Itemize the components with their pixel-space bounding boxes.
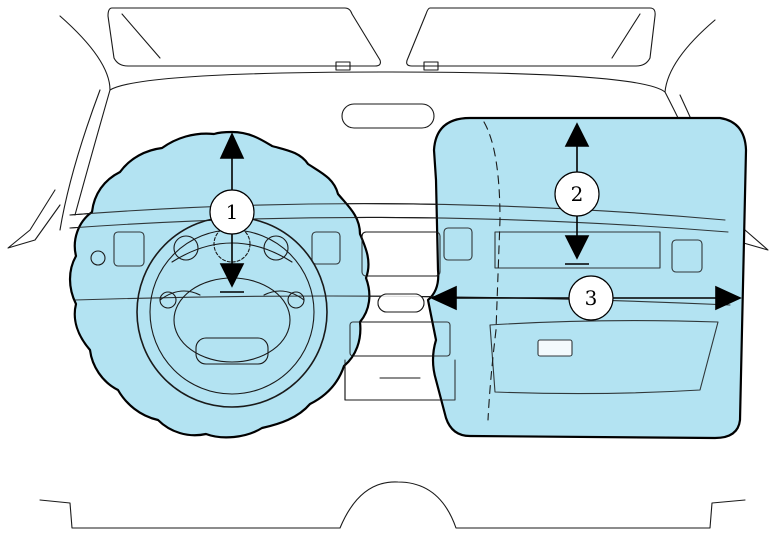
roof-line [59, 15, 716, 93]
passenger-airbag-fold-line [483, 121, 501, 421]
deployment-arrows [219, 122, 742, 311]
callout-1-label: 1 [226, 200, 239, 224]
right-visor-clip [423, 61, 439, 71]
driver-airbag-shape [68, 130, 371, 439]
floor-outline [39, 481, 746, 529]
left-sun-visor [107, 7, 381, 67]
callout-1: 1 [209, 189, 255, 235]
driver-airbag [68, 130, 371, 439]
right-sun-visor [406, 7, 656, 67]
callout-2-label: 2 [571, 182, 584, 206]
left-mirror [7, 189, 61, 249]
right-visor-inner [611, 13, 641, 59]
callout-2: 2 [554, 171, 600, 217]
callout-3: 3 [568, 275, 614, 321]
left-a-pillar [59, 89, 111, 231]
left-visor-clip [335, 61, 351, 71]
rearview-mirror [341, 103, 435, 129]
left-visor-inner [121, 13, 161, 59]
callout-3-label: 3 [585, 286, 598, 310]
interior-overlay [69, 203, 731, 401]
center-radio [361, 231, 441, 277]
